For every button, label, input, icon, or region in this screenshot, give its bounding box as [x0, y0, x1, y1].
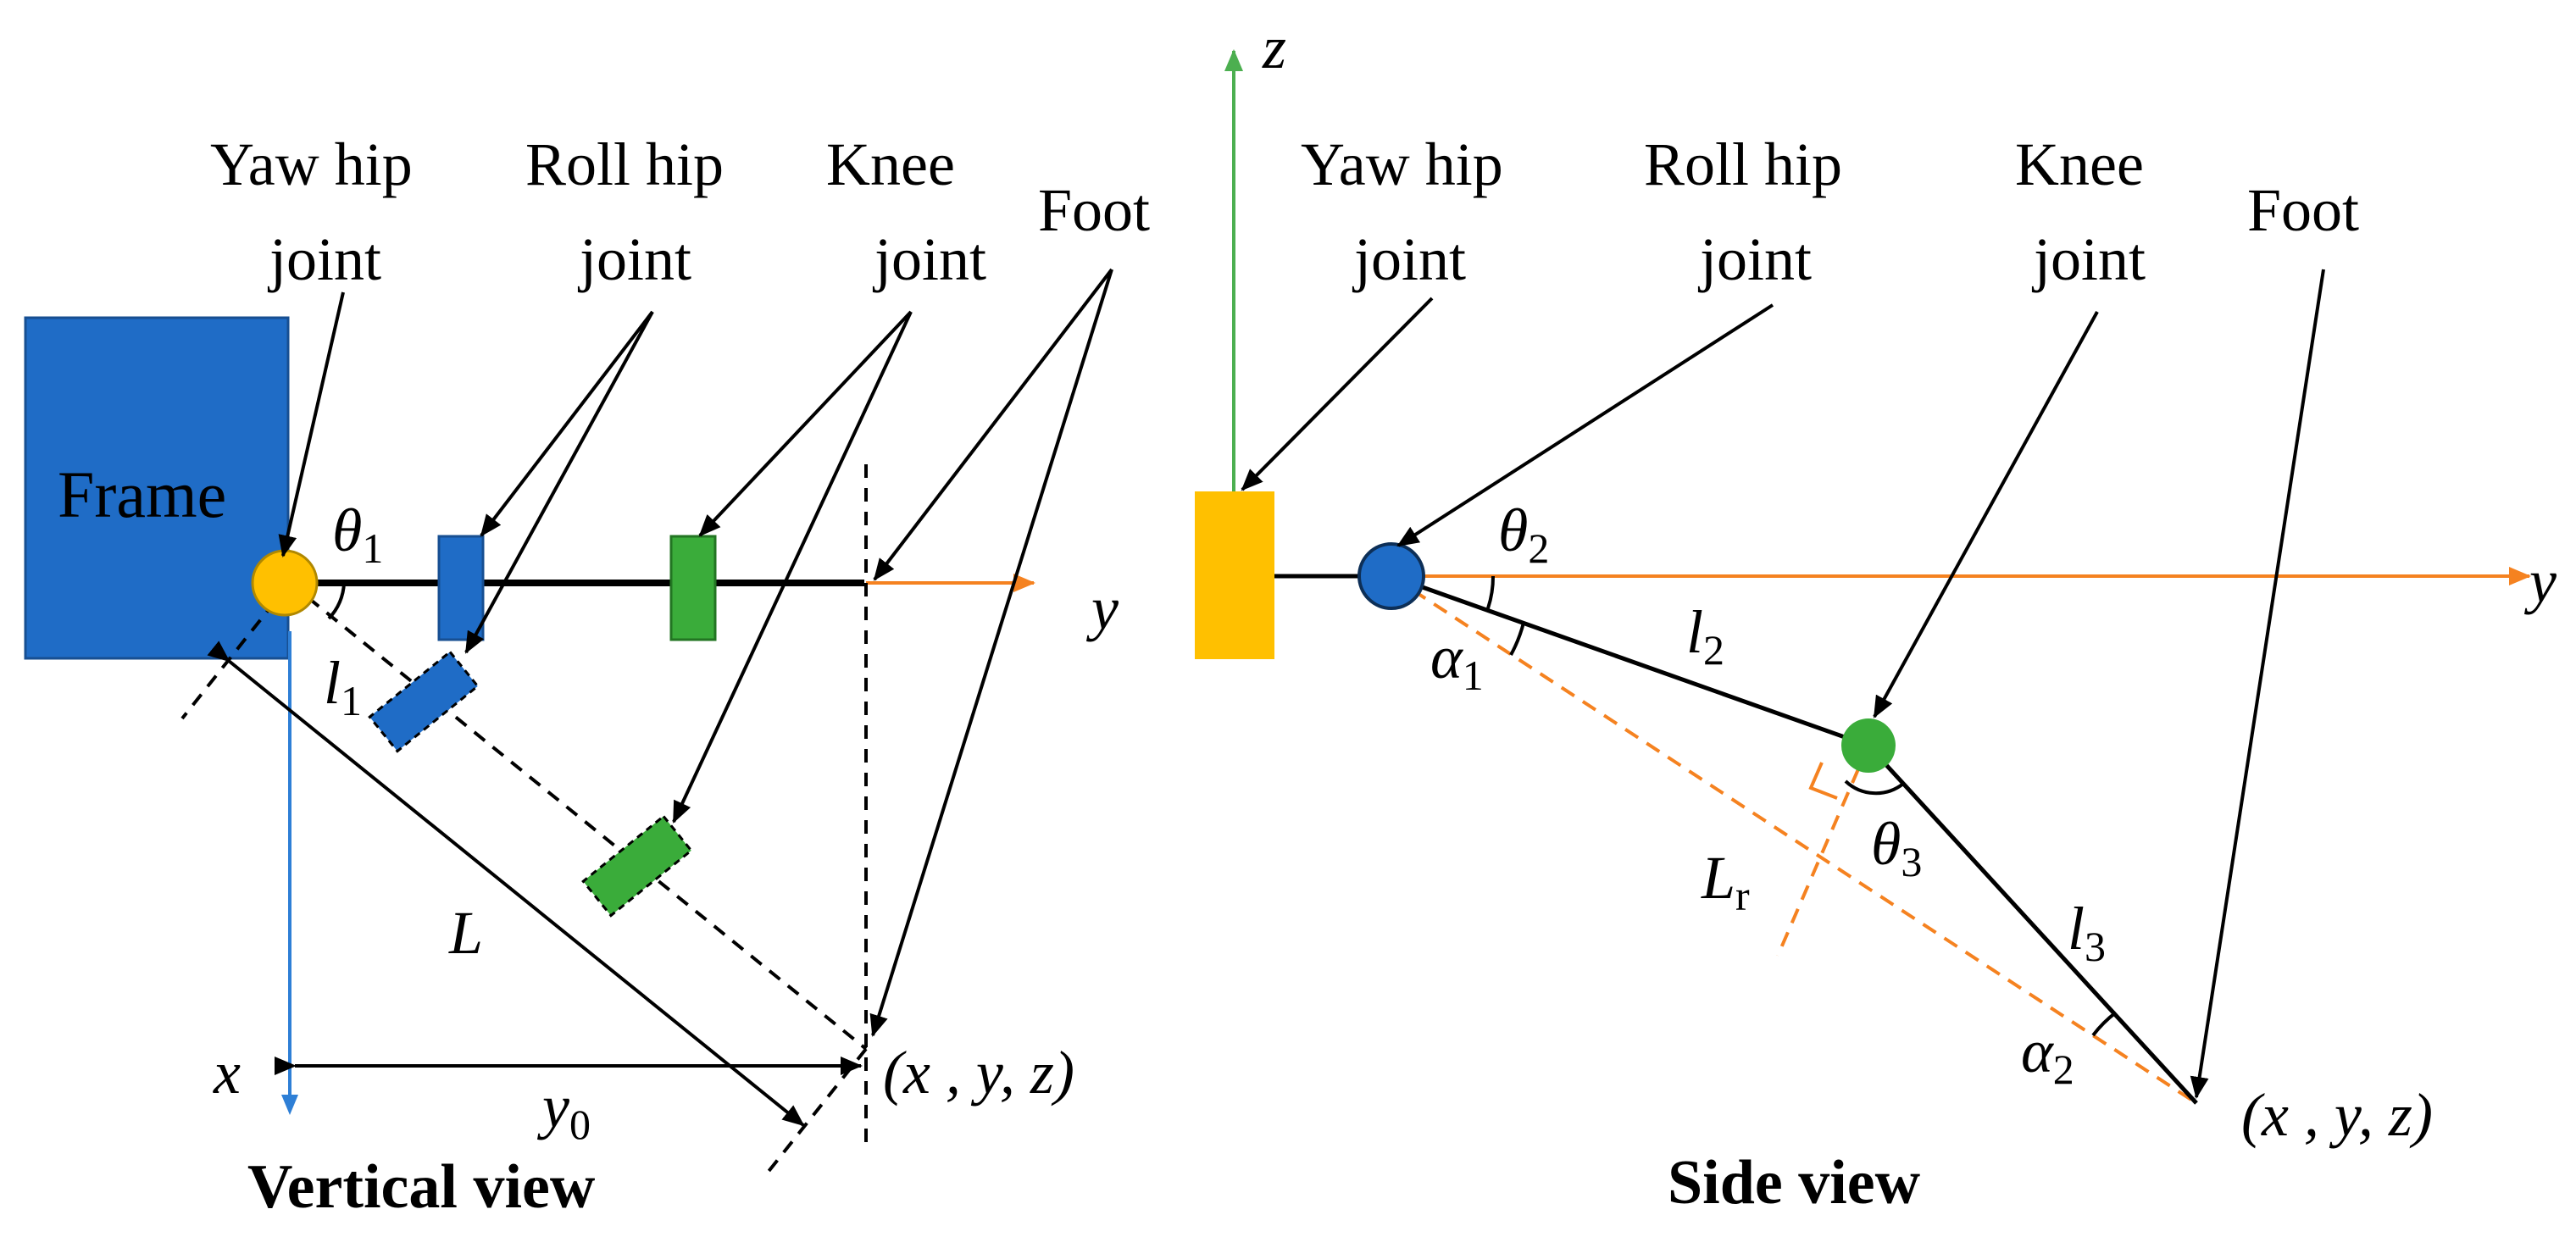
foot-callout-b [869, 269, 1113, 1037]
side-knee-callout [1873, 311, 2099, 718]
theta1-arc [327, 582, 346, 620]
knee-callout-a [698, 310, 913, 537]
side-roll-hip-callout [1396, 303, 1774, 547]
alpha2-arc [2091, 1011, 2118, 1037]
y-axis-label: y [1085, 574, 1119, 642]
side-roll-hip-circle [1357, 542, 1425, 610]
x-axis-label: x [213, 1039, 241, 1107]
vertical-foot-point: (x , y, z) [883, 1039, 1074, 1107]
side-yaw-hip-label-line2: joint [1352, 225, 1466, 293]
roll-hip-joint-rotated [368, 650, 480, 753]
vertical-view: Frame x y L y0 (x , y, z) [24, 130, 1150, 1222]
roll-hip-label-line1: Roll hip [525, 130, 724, 198]
foot-label: Foot [1038, 176, 1150, 244]
side-foot-label: Foot [2247, 176, 2359, 244]
side-foot-point: (x , y, z) [2241, 1081, 2433, 1149]
knee-joint-rotated [581, 814, 693, 918]
theta2-arc [1486, 575, 1496, 609]
theta3-label: θ3 [1871, 810, 1922, 885]
side-y-axis-label: y [2523, 547, 2557, 615]
theta1-label: θ1 [332, 496, 383, 572]
side-yaw-hip-block [1195, 491, 1274, 659]
Lr-perpendicular-dashed [1776, 745, 1870, 957]
side-foot-callout [2190, 269, 2325, 1099]
knee-label-line2: joint [872, 225, 986, 293]
theta3-arc [1844, 779, 1905, 796]
roll-hip-callout-b [464, 311, 654, 654]
z-axis-label: z [1262, 14, 1286, 81]
side-yaw-hip-callout [1241, 297, 1434, 491]
side-view-caption: Side view [1668, 1148, 1921, 1218]
knee-label-line1: Knee [826, 130, 955, 198]
hip-foot-dashed [1390, 574, 2198, 1105]
right-angle-marker [1808, 762, 1838, 800]
l1-label: l1 [324, 649, 362, 724]
side-knee-label-line2: joint [2031, 225, 2146, 293]
Lr-label: Lr [1701, 844, 1750, 919]
roll-hip-callout-a [480, 310, 654, 537]
y0-label: y0 [536, 1073, 591, 1148]
yaw-hip-label-line2: joint [267, 225, 381, 293]
side-knee-circle [1841, 718, 1896, 773]
roll-hip-label-line2: joint [577, 225, 691, 293]
x-axis-arrowhead [281, 1095, 298, 1115]
L-label: L [448, 899, 483, 967]
l2-link [1391, 574, 1869, 748]
side-roll-hip-label-line1: Roll hip [1644, 130, 1842, 198]
rotated-leg-dashed [288, 581, 868, 1051]
L-dimension [207, 641, 805, 1127]
knee-joint-rect [669, 535, 717, 641]
l2-label: l2 [1686, 598, 1724, 674]
l3-link [1867, 744, 2198, 1105]
alpha1-label: α1 [1430, 624, 1484, 699]
roll-hip-joint-rect [437, 535, 485, 641]
yaw-hip-callout [278, 291, 345, 557]
yaw-hip-label-line1: Yaw hip [210, 130, 413, 198]
alpha2-label: α2 [2021, 1018, 2074, 1093]
side-view: z y θ2 α1 l2 θ3 Lr l3 α2 ( [1195, 14, 2557, 1218]
yaw-hip-joint-circle [251, 549, 319, 617]
side-roll-hip-label-line2: joint [1697, 225, 1812, 293]
foot-callout-a [873, 268, 1113, 581]
knee-callout-b [672, 311, 913, 824]
foot-perp-dashed [765, 1047, 868, 1175]
alpha1-arc [1509, 622, 1525, 656]
frame-block [24, 316, 290, 660]
vertical-view-caption: Vertical view [247, 1152, 596, 1222]
l3-label: l3 [2068, 895, 2106, 970]
side-yaw-hip-label-line1: Yaw hip [1301, 130, 1503, 198]
theta2-label: θ2 [1498, 496, 1549, 572]
side-knee-label-line1: Knee [2015, 130, 2144, 198]
frame-label: Frame [58, 458, 226, 531]
